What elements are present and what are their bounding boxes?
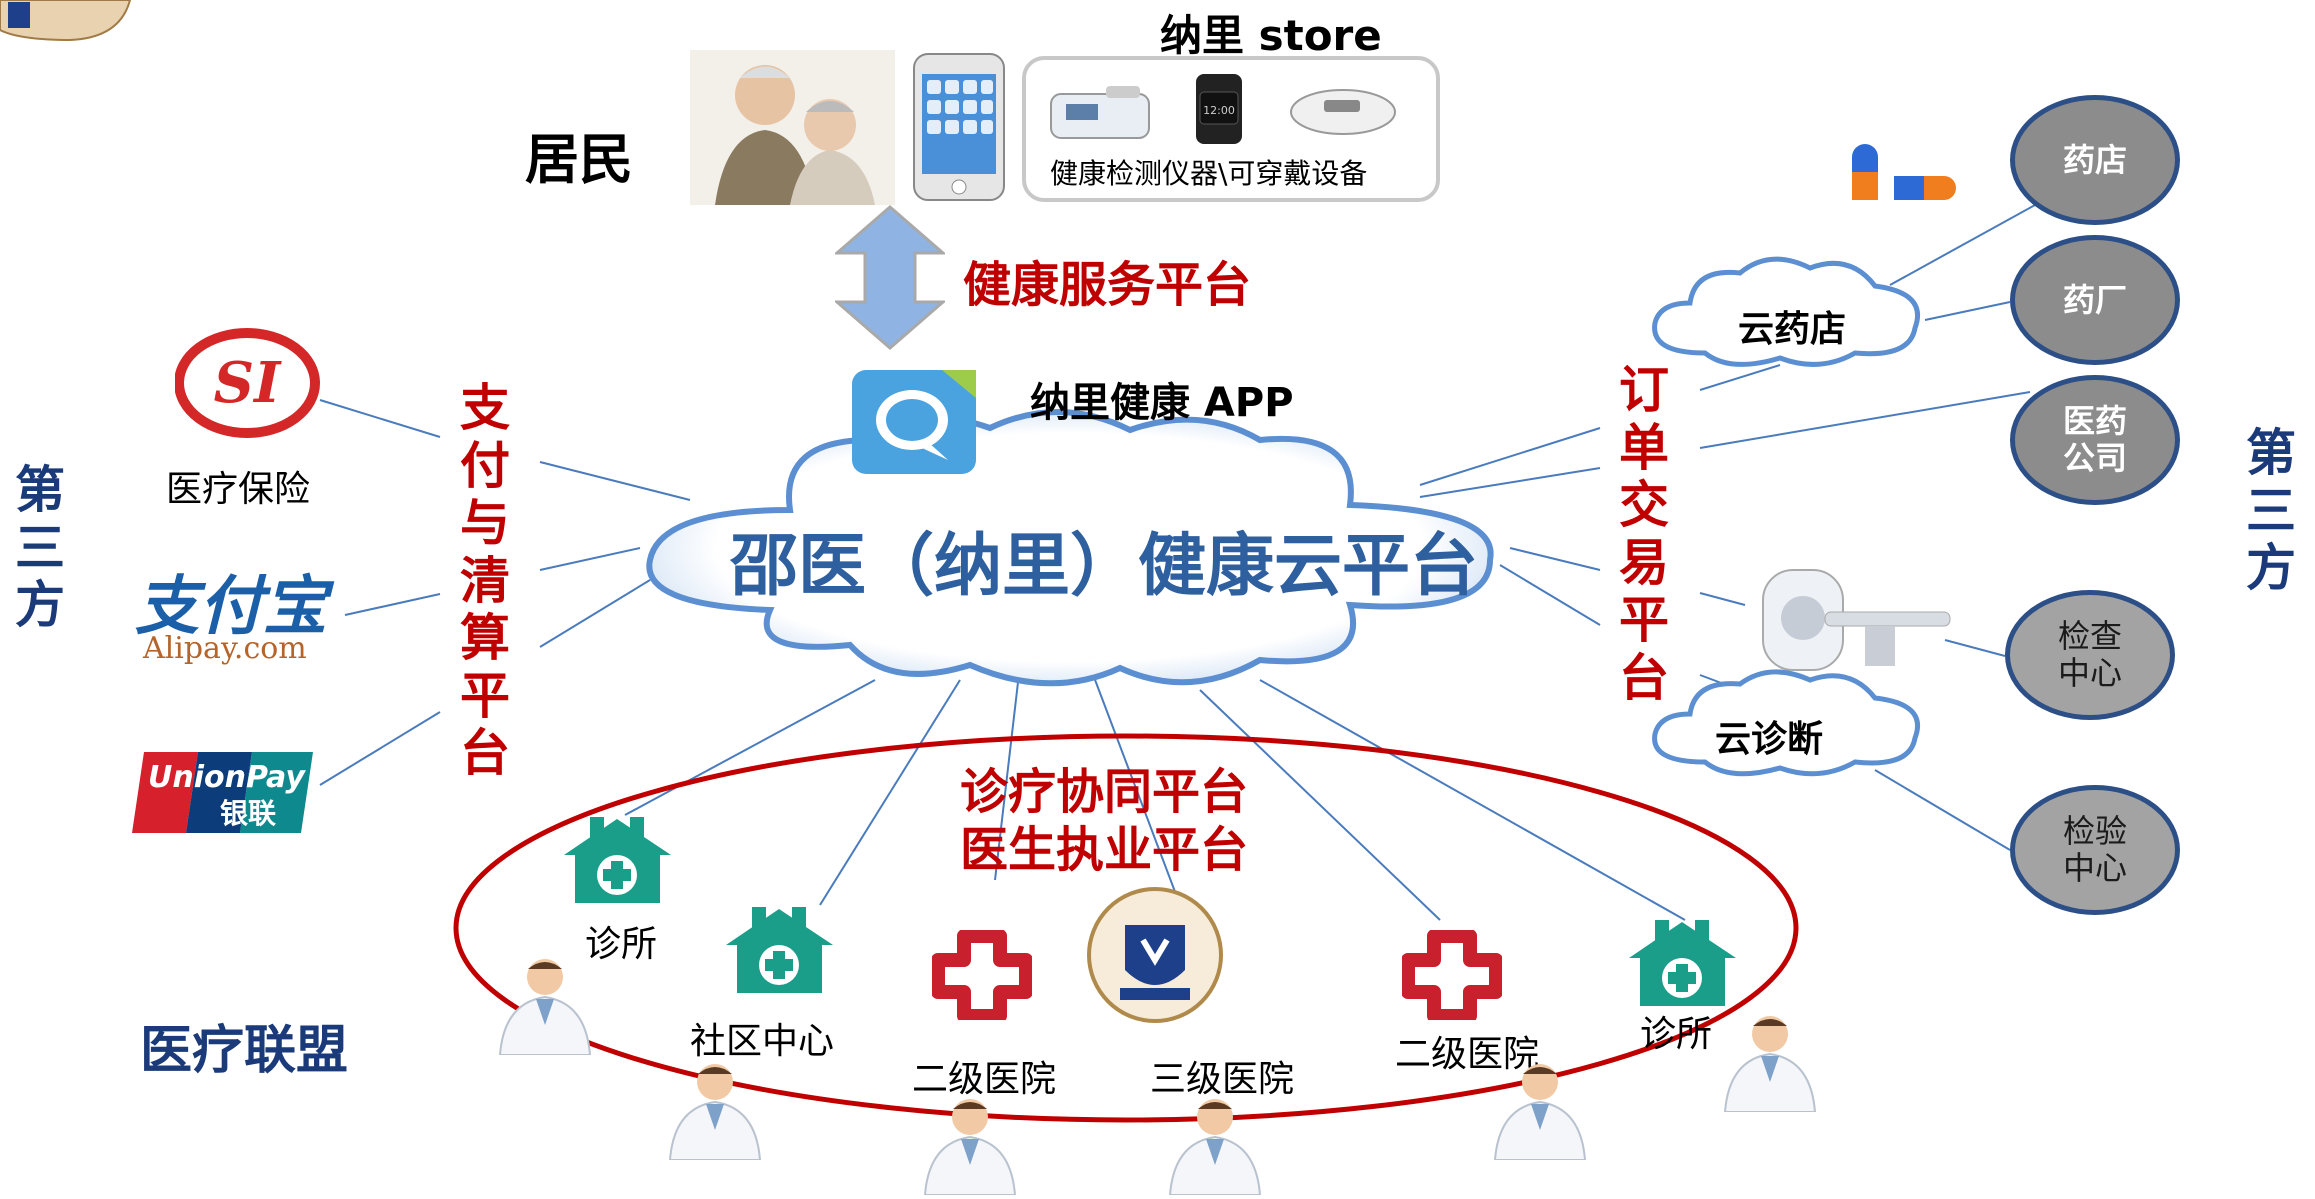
cloud-diagnosis-icon	[1640, 662, 1930, 782]
facility-label-clinic-2: 诊所	[1640, 1014, 1713, 1055]
cloud-pharmacy-label: 云药店	[1738, 309, 1847, 350]
hospital-logo-icon	[0, 0, 140, 42]
health-service-platform-label: 健康服务平台	[963, 257, 1252, 313]
node-pharmacy-text: 药店	[2062, 140, 2127, 179]
community-center-icon	[722, 905, 837, 995]
residents-label: 居民	[525, 128, 633, 191]
clinic-icon	[560, 815, 675, 905]
unionpay-logo-icon: UnionPay 银联	[130, 750, 315, 835]
node-pharmacy: 药店	[2010, 95, 2180, 225]
alipay-domain-text: Alipay.com	[143, 631, 307, 666]
doctor-icon	[660, 1060, 770, 1161]
platform-title: 邵医（纳里）健康云平台	[730, 527, 1479, 606]
payment-platform-text: 支付与清算平台	[460, 379, 510, 782]
scale-device-icon	[1288, 80, 1408, 144]
facility-label-tertiary: 三级医院	[1150, 1059, 1295, 1100]
doctor-icon	[1485, 1060, 1595, 1161]
alliance-ellipse	[450, 728, 1802, 1128]
store-title: 纳里 store	[1160, 11, 1382, 60]
cloud-pharmacy-icon	[1640, 248, 1930, 373]
alipay-logo-icon: 支付宝 Alipay.com	[125, 555, 360, 675]
doctor-icon	[1715, 1012, 1825, 1113]
order-platform-text: 订单交易平台	[1619, 361, 1669, 707]
store-devices-box: 12:00 健康检测仪器\可穿戴设备	[1022, 56, 1440, 202]
left-third-party-text: 第三方	[15, 461, 65, 634]
analyzer-device-icon	[1046, 76, 1156, 150]
smartphone-icon	[912, 52, 1007, 202]
unionpay-logo-text: UnionPay	[148, 760, 305, 795]
social-insurance-logo-icon: SI	[174, 328, 320, 438]
facility-label-secondary-1: 二级医院	[912, 1059, 1057, 1100]
medical-alliance-label: 医疗联盟	[140, 1021, 349, 1081]
node-exam-center-text: 检查中心	[2057, 617, 2122, 692]
right-third-party-text: 第三方	[2246, 424, 2296, 597]
left-third-party-label: 第三方	[14, 461, 66, 635]
clinic-icon	[1625, 918, 1740, 1008]
svg-text:12:00: 12:00	[1203, 104, 1235, 117]
payment-platform-label: 支付与清算平台	[458, 379, 512, 783]
pill-icon	[1850, 142, 1960, 207]
doctor-icon	[1160, 1095, 1270, 1196]
node-exam-center: 检查中心	[2005, 590, 2175, 720]
doctor-icon	[490, 955, 600, 1056]
facility-label-secondary-2: 二级医院	[1395, 1034, 1540, 1075]
node-drug-factory: 药厂	[2010, 235, 2180, 365]
right-third-party-label: 第三方	[2245, 424, 2297, 598]
alipay-logo-text: 支付宝	[135, 569, 327, 644]
medical-insurance-label: 医疗保险	[166, 469, 311, 510]
node-drug-factory-text: 药厂	[2062, 280, 2127, 319]
tertiary-hospital-emblem-icon	[1075, 880, 1235, 1030]
cloud-diagnosis-label: 云诊断	[1715, 719, 1824, 760]
collab-platform-line1: 诊疗协同平台	[960, 764, 1249, 820]
app-chat-icon	[850, 368, 978, 476]
elderly-couple-photo	[690, 50, 895, 205]
node-pharma-company-text: 医药公司	[2062, 402, 2127, 477]
order-platform-label: 订单交易平台	[1617, 361, 1671, 707]
node-lab-center-text: 检验中心	[2062, 812, 2127, 887]
ct-scanner-icon	[1755, 560, 1955, 680]
unionpay-cn-text: 银联	[220, 797, 277, 830]
hospital-cross-icon	[1401, 929, 1503, 1023]
svg-text:SI: SI	[214, 350, 282, 416]
hospital-cross-icon	[931, 929, 1033, 1023]
double-arrow-icon	[832, 205, 948, 350]
collab-platform-line2: 医生执业平台	[960, 822, 1249, 878]
smartwatch-icon: 12:00	[1184, 72, 1254, 150]
doctor-icon	[915, 1095, 1025, 1196]
health-cloud-icon	[630, 400, 1510, 700]
node-pharma-company: 医药公司	[2010, 375, 2180, 505]
facility-label-community: 社区中心	[690, 1021, 835, 1062]
devices-label: 健康检测仪器\可穿戴设备	[1050, 157, 1368, 190]
app-label: 纳里健康 APP	[1030, 380, 1294, 426]
facility-label-clinic-1: 诊所	[585, 924, 658, 965]
node-lab-center: 检验中心	[2010, 785, 2180, 915]
